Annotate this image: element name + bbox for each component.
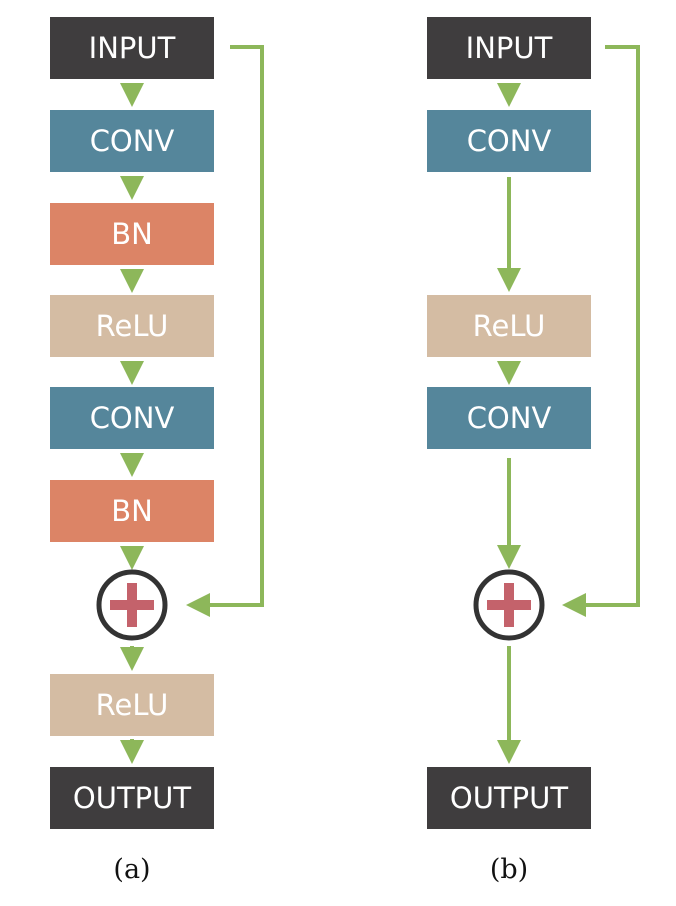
block-a-relu-1-label: ReLU <box>96 309 169 343</box>
diagram-b: INPUT CONV ReLU CONV OUTPUT (b) <box>427 17 640 885</box>
block-a-relu-2-box <box>50 674 214 736</box>
block-a-conv-2-label: CONV <box>90 401 175 435</box>
diagram-b-connectors <box>497 45 640 764</box>
block-a-bn-1-label: BN <box>111 217 153 251</box>
block-a-input: INPUT <box>50 17 214 79</box>
block-a-bn-1-box <box>50 203 214 265</box>
block-a-conv-2: CONV <box>50 387 214 449</box>
block-b-input-label: INPUT <box>466 31 553 65</box>
block-b-conv-2-box <box>427 387 591 449</box>
sum-node-b-plus-vertical <box>504 583 514 627</box>
block-b-relu-label: ReLU <box>473 309 546 343</box>
block-b-conv-1: CONV <box>427 110 591 172</box>
block-a-relu-2-label: ReLU <box>96 688 169 722</box>
sum-node-a <box>96 569 168 641</box>
block-a-bn-2-box <box>50 480 214 542</box>
block-a-output-label: OUTPUT <box>73 781 191 815</box>
sum-node-b <box>473 569 545 641</box>
block-b-conv-2: CONV <box>427 387 591 449</box>
skip-connection-a <box>186 45 264 617</box>
block-a-output-box <box>50 767 214 829</box>
block-a-bn-2: BN <box>50 480 214 542</box>
block-b-input-box <box>427 17 591 79</box>
block-b-conv-1-box <box>427 110 591 172</box>
block-b-output: OUTPUT <box>427 767 591 829</box>
sum-node-a-plus-vertical <box>127 583 137 627</box>
block-b-relu-box <box>427 295 591 357</box>
block-a-relu-1: ReLU <box>50 295 214 357</box>
block-b-output-label: OUTPUT <box>450 781 568 815</box>
diagram-a-connectors <box>120 45 264 764</box>
caption-a: (a) <box>113 854 150 885</box>
block-a-bn-1: BN <box>50 203 214 265</box>
diagram-a: INPUT CONV BN ReLU CONV BN Re <box>50 17 264 885</box>
block-a-relu-2: ReLU <box>50 674 214 736</box>
block-b-relu: ReLU <box>427 295 591 357</box>
block-b-conv-1-label: CONV <box>467 124 552 158</box>
block-a-input-label: INPUT <box>89 31 176 65</box>
caption-b: (b) <box>490 854 528 885</box>
block-a-relu-1-box <box>50 295 214 357</box>
block-a-input-box <box>50 17 214 79</box>
block-b-output-box <box>427 767 591 829</box>
skip-connection-b <box>562 45 640 617</box>
block-a-conv-2-box <box>50 387 214 449</box>
block-a-conv-1: CONV <box>50 110 214 172</box>
block-a-conv-1-label: CONV <box>90 124 175 158</box>
block-a-conv-1-box <box>50 110 214 172</box>
block-a-output: OUTPUT <box>50 767 214 829</box>
block-b-input: INPUT <box>427 17 591 79</box>
block-a-bn-2-label: BN <box>111 494 153 528</box>
block-b-conv-2-label: CONV <box>467 401 552 435</box>
